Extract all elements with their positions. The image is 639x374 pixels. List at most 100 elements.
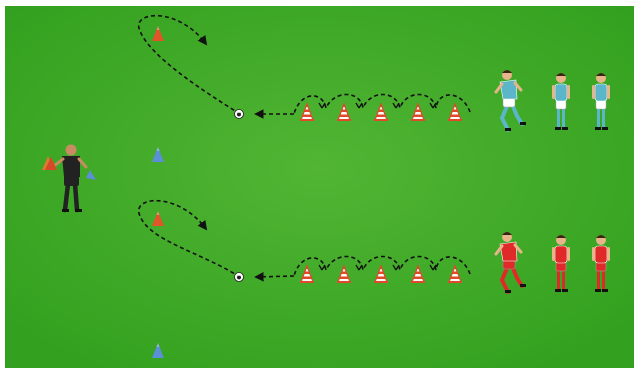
players-layer [494,70,610,294]
cone-tip [156,26,160,30]
cone-stripe [377,271,385,274]
player-hair [502,70,512,73]
player-leg [562,108,565,128]
grass-field [5,6,634,368]
player-figure [494,232,526,294]
marker-cone-icon [152,343,164,358]
player-arm [607,85,610,99]
player-leg [597,270,600,290]
player-shirt [554,245,568,264]
cone-base [448,281,462,283]
top-lane-paths [137,14,471,119]
direction-chevron [318,264,326,271]
player-arm [592,247,595,261]
coach-shirt [62,156,80,177]
turn-cone-icon [152,26,164,41]
player-figure [592,73,610,130]
player-boot [520,122,526,125]
striped-cone-icon [337,264,351,283]
direction-chevron [392,264,400,271]
cone-stripe [450,276,460,279]
striped-cone-icon [374,102,388,121]
disc-shape [86,170,96,180]
cone-base [374,281,388,283]
soccer-ball-icon [234,109,244,119]
player-boot [505,128,511,131]
striped-cone-icon [411,264,425,283]
cone-stripe [340,109,348,112]
player-hair [556,235,566,238]
cone-base [448,119,462,121]
player-arm [607,247,610,261]
cone-stripe [340,271,348,274]
coach-shorts [64,176,79,186]
cone-stripe [342,104,346,107]
coach-arm [52,157,65,168]
cone-base [300,119,314,121]
player-shorts [502,259,516,270]
striped-cone-icon [300,102,314,121]
player-boot [595,289,601,292]
player-arm [513,243,523,254]
direction-chevron [429,264,437,271]
cone-base [411,281,425,283]
cone-stripe [305,104,309,107]
marker-cone-icon [152,147,164,162]
player-shirt [594,83,608,102]
cone-stripe [339,276,349,279]
coach-head [65,144,77,156]
player-arm [513,81,523,92]
player-arm [567,85,570,99]
cone-base [337,281,351,283]
cone-body [152,26,164,41]
player-shirt [554,83,568,102]
coach-leg [62,181,71,213]
player-arm [552,247,555,261]
player-leg [499,102,510,132]
coach-boot [62,209,69,212]
coach-boot [75,209,82,212]
balls-layer [234,109,244,282]
cone-stripe [305,266,309,269]
direction-chevron [392,102,400,109]
cone-stripe [450,114,460,117]
cone-base [300,281,314,283]
player-arm [567,247,570,261]
direction-chevron [318,102,326,109]
player-boot [562,127,568,130]
cone-stripe [413,114,423,117]
player-hair [556,73,566,76]
cone-stripe [453,104,457,107]
player-shorts [555,99,567,110]
cone-tip [156,211,160,215]
coach-layer [42,144,96,213]
cones-layer [152,26,462,358]
player-shorts [555,261,567,272]
cone-stripe [376,276,386,279]
cones-stack-icon [42,156,57,170]
player-hair [596,235,606,238]
direction-chevron [429,102,437,109]
dribble-path [293,93,471,115]
player-boot [602,127,608,130]
player-boot [562,289,568,292]
cone-body [152,343,164,358]
player-hair [502,232,512,235]
cone-body [152,211,164,226]
cone-stripe [451,271,459,274]
player-hair [596,73,606,76]
cone-stripe [342,266,346,269]
player-boot [555,289,561,292]
ball-patch [236,112,242,117]
player-shorts [595,99,607,110]
marker-disc-icon [86,170,96,180]
cone-stripe [416,266,420,269]
movement-paths [137,14,471,282]
player-leg [510,264,524,288]
cone-stripe [416,104,420,107]
cone-tip [156,147,160,151]
cone-body [152,147,164,162]
turn-cone-icon [152,211,164,226]
cone-stripe [379,104,383,107]
